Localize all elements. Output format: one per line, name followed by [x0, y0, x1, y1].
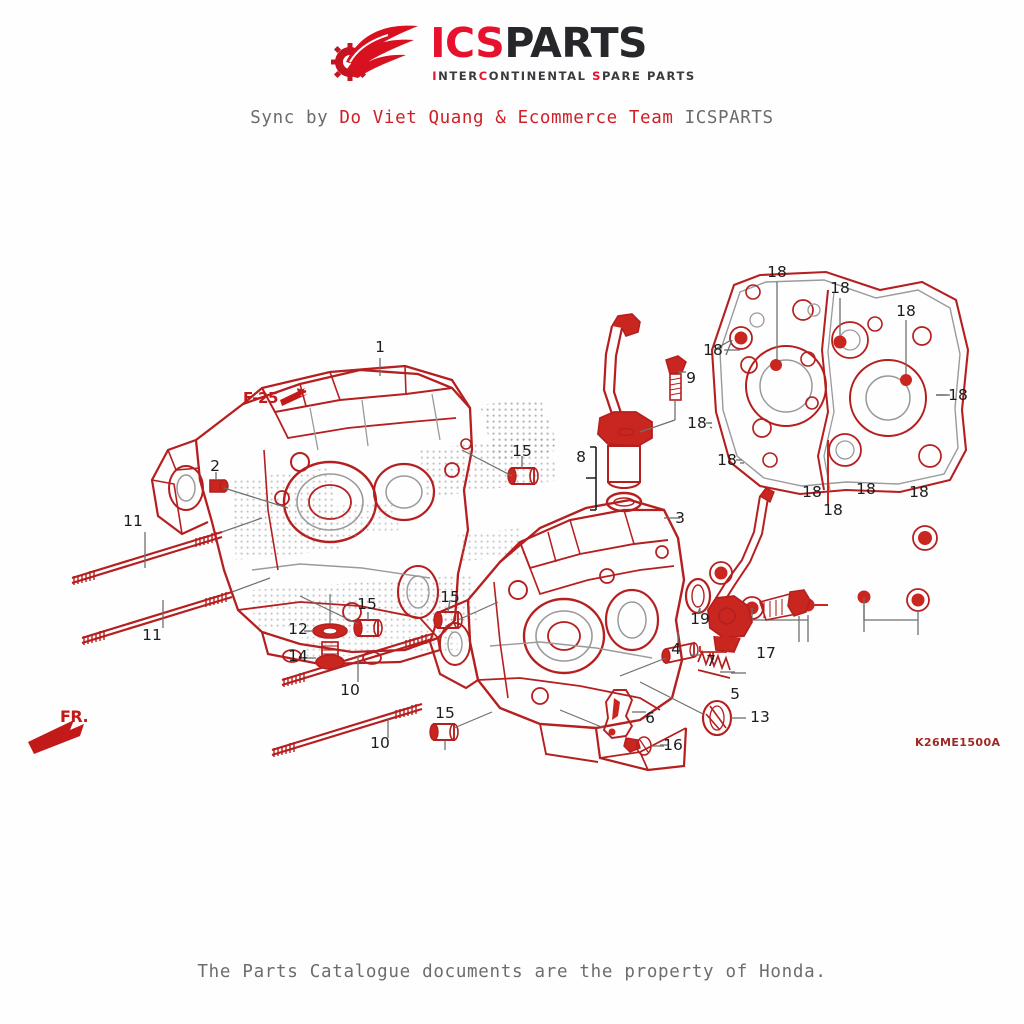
- cross-reference-arrow: [280, 388, 308, 406]
- stud-bolts: [70, 517, 434, 759]
- sync-suffix: ICSPARTS: [673, 108, 774, 128]
- callout-10a[interactable]: 10: [340, 681, 360, 699]
- callout-10b[interactable]: 10: [370, 734, 390, 752]
- callout-leaders: [379, 358, 735, 746]
- oil-strainer-6-16: [559, 689, 664, 756]
- brand-word-primary: ICS: [430, 19, 505, 67]
- pin-spring-seal-4-5-13: [619, 632, 746, 737]
- brand-wordmark: ICSPARTS INTERCONTINENTAL SPARE PARTS: [430, 23, 696, 84]
- plug-item-2: [209, 472, 289, 509]
- callout-15c[interactable]: 15: [440, 588, 460, 606]
- left-crankcase-half: [150, 364, 560, 666]
- callout-12[interactable]: 12: [288, 620, 308, 638]
- callout-18j[interactable]: 18: [909, 483, 929, 501]
- callout-19[interactable]: 19: [690, 610, 710, 628]
- oil-pipe-assembly: [586, 313, 687, 513]
- breather-pipe-assembly: [684, 487, 811, 660]
- callout-11a[interactable]: 11: [123, 512, 143, 530]
- callout-18h[interactable]: 18: [802, 483, 822, 501]
- right-crankcase-half: [300, 498, 688, 772]
- washer-and-bolt-12-14: [304, 594, 348, 670]
- brand-logo: ICSPARTS INTERCONTINENTAL SPARE PARTS: [0, 0, 1024, 96]
- callout-15a[interactable]: 15: [512, 442, 532, 460]
- callout-15b[interactable]: 15: [357, 595, 377, 613]
- callout-18d[interactable]: 18: [703, 341, 723, 359]
- callout-5[interactable]: 5: [730, 685, 740, 703]
- brand-tagline: INTERCONTINENTAL SPARE PARTS: [432, 69, 696, 83]
- front-direction-arrow: [28, 720, 84, 754]
- callout-18i[interactable]: 18: [856, 480, 876, 498]
- callout-18a[interactable]: 18: [767, 263, 787, 281]
- dowel-pins: [299, 449, 539, 750]
- callout-9[interactable]: 9: [686, 369, 696, 387]
- honda-wing-gear-logo-icon: [328, 22, 424, 84]
- callout-18k[interactable]: 18: [823, 501, 843, 519]
- callout-1[interactable]: 1: [375, 338, 385, 356]
- brand-word-secondary: PARTS: [504, 19, 648, 67]
- sync-highlight: Do Viet Quang & Ecommerce Team: [339, 108, 674, 128]
- crankcase-gasket-view: [706, 270, 970, 642]
- callout-16[interactable]: 16: [663, 736, 683, 754]
- callout-14[interactable]: 14: [288, 647, 308, 665]
- front-direction-label: FR.: [60, 707, 89, 726]
- callout-4[interactable]: 4: [671, 640, 681, 658]
- callout-3[interactable]: 3: [675, 509, 685, 527]
- callout-13[interactable]: 13: [750, 708, 770, 726]
- page-header: ICSPARTS INTERCONTINENTAL SPARE PARTS Sy…: [0, 0, 1024, 129]
- callout-18c[interactable]: 18: [896, 302, 916, 320]
- drawing-code: K26ME1500A: [915, 736, 1001, 749]
- callout-8[interactable]: 8: [576, 448, 586, 466]
- callout-18g[interactable]: 18: [717, 451, 737, 469]
- copyright-notice: The Parts Catalogue documents are the pr…: [197, 962, 827, 982]
- sync-credit-line: Sync by Do Viet Quang & Ecommerce Team I…: [0, 108, 1024, 128]
- callout-18e[interactable]: 18: [948, 386, 968, 404]
- cross-reference-label: F-25: [243, 389, 278, 407]
- callout-18b[interactable]: 18: [830, 279, 850, 297]
- callout-2[interactable]: 2: [210, 457, 220, 475]
- callout-15d[interactable]: 15: [435, 704, 455, 722]
- sync-prefix: Sync by: [250, 108, 340, 128]
- callout-17[interactable]: 17: [756, 644, 776, 662]
- callout-7[interactable]: 7: [706, 652, 716, 670]
- parts-diagram: [0, 150, 1024, 810]
- callout-18f[interactable]: 18: [687, 414, 707, 432]
- callout-6[interactable]: 6: [645, 709, 655, 727]
- callout-11b[interactable]: 11: [142, 626, 162, 644]
